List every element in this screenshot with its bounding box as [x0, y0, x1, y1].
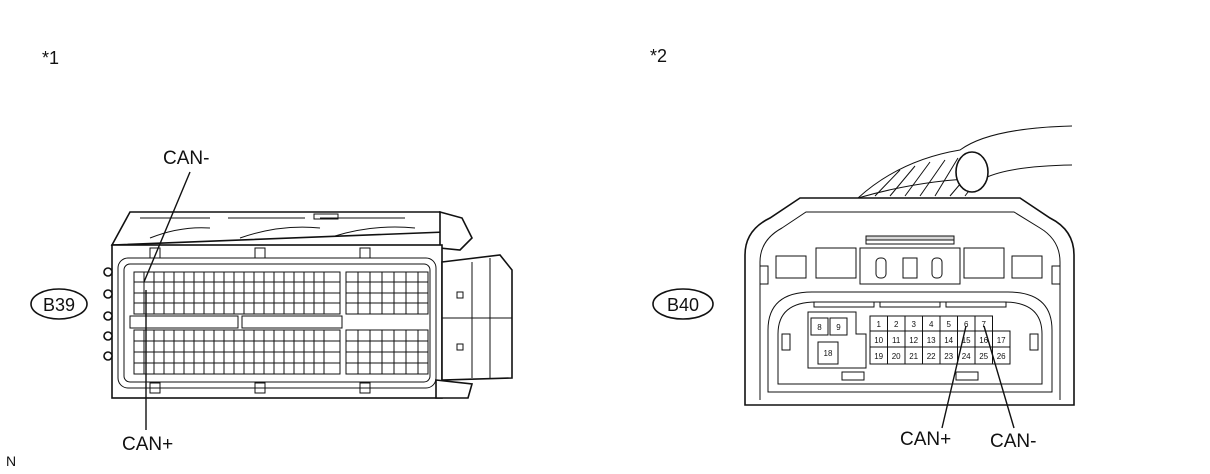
pin-cell — [829, 317, 848, 336]
b40-connector-id: B40 — [667, 295, 699, 315]
pin-label: 8 — [817, 323, 822, 332]
pin-label: 3 — [911, 320, 916, 329]
pin-cell — [817, 341, 839, 365]
pin-label: 14 — [944, 336, 953, 345]
pin-label: 1 — [876, 320, 881, 329]
pin-label: 10 — [874, 336, 883, 345]
pin-label: 12 — [909, 336, 918, 345]
pin-label: 22 — [927, 352, 936, 361]
pin-label: 26 — [997, 352, 1006, 361]
b39-upper-pin-grid — [133, 271, 429, 315]
pin-label: 18 — [824, 349, 833, 358]
pin-label: 20 — [892, 352, 901, 361]
b40-can-minus-leader — [983, 325, 1015, 429]
b39-connector-id: B39 — [43, 295, 75, 315]
pin-label: 25 — [979, 352, 988, 361]
pin-label: 21 — [909, 352, 918, 361]
pin-label: 9 — [836, 323, 841, 332]
b39-can-minus-label: CAN- — [163, 148, 209, 169]
pin-cell — [810, 317, 829, 336]
pin-label: 17 — [997, 336, 1006, 345]
pin-label: 2 — [894, 320, 899, 329]
marker-2: *2 — [650, 46, 667, 66]
pin-label: 7 — [981, 320, 986, 329]
pin-label: 15 — [962, 336, 971, 345]
pin-label: 13 — [927, 336, 936, 345]
corner-code: N — [6, 453, 16, 469]
b40-callout: B40 — [652, 288, 714, 320]
b39-callout: B39 — [30, 288, 88, 320]
connector-b39 — [103, 210, 513, 399]
b40-pin-grid: 8 9 18 1 2 3 4 5 6 7 10 11 12 13 14 15 1… — [810, 315, 1011, 365]
b40-can-plus-leader — [941, 325, 967, 429]
b39-can-plus-label: CAN+ — [122, 434, 173, 455]
pin-label: 24 — [962, 352, 971, 361]
pin-label: 19 — [874, 352, 883, 361]
pin-label: 16 — [979, 336, 988, 345]
connector-b40 — [744, 125, 1075, 406]
marker-1: *1 — [42, 48, 59, 68]
pin-label: 4 — [929, 320, 934, 329]
b39-lower-pin-grid — [133, 329, 429, 375]
pin-label: 23 — [944, 352, 953, 361]
pin-label: 11 — [892, 336, 901, 345]
b40-can-plus-label: CAN+ — [900, 429, 951, 450]
b39-can-minus-leader — [143, 171, 191, 283]
b40-can-minus-label: CAN- — [990, 431, 1036, 452]
pin-label: 6 — [964, 320, 969, 329]
pin-label: 5 — [946, 320, 951, 329]
